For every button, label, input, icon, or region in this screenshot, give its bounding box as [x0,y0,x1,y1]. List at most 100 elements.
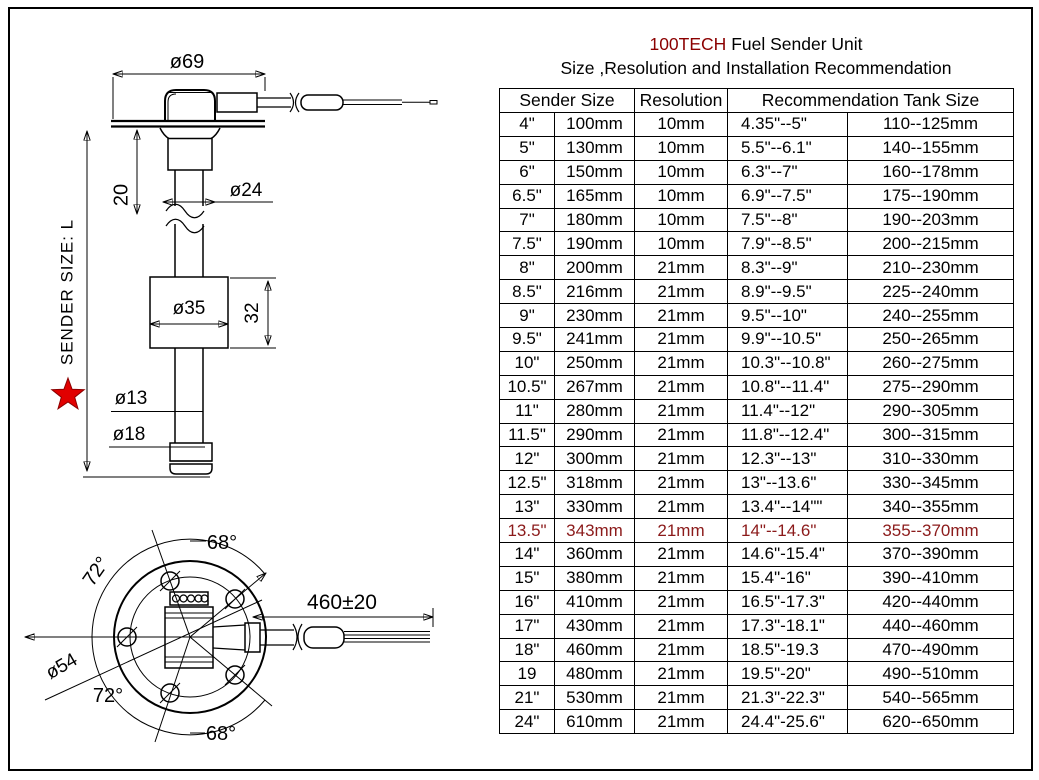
top-view-drawing: 68° 72° ø54 72° 68° [25,529,434,745]
table-cell: 12.3"--13" [727,446,848,472]
table-cell: 5.5"--6.1" [727,135,848,161]
table-cell: 110--125mm [847,112,1014,137]
table-cell: 8" [499,255,555,281]
table-cell: 21mm [634,613,728,639]
table-cell: 21mm [634,542,728,567]
table-cell: 10.3"--10.8" [727,350,848,376]
table-cell: 200mm [554,255,635,281]
dim-float-diameter-label: ø35 [173,298,206,319]
table-cell: 10" [499,350,555,376]
table-cell: 190mm [554,231,635,257]
table-cell: 10mm [634,207,728,233]
table-cell: 130mm [554,135,635,161]
table-cell: 7.5"--8" [727,207,848,233]
table-cell: 290mm [554,422,635,448]
size-table: Sender Size Resolution Recommendation Ta… [499,88,1014,735]
table-cell: 140--155mm [847,135,1014,161]
col-header-resolution: Resolution [634,88,728,113]
table-cell: 21mm [634,470,728,496]
table-cell: 380mm [554,565,635,591]
dim-rod-diameter-label: ø13 [115,388,148,409]
table-cell: 440--460mm [847,613,1014,639]
table-cell: 11.4"--12" [727,398,848,424]
table-cell: 21mm [634,350,728,376]
table-cell: 16.5"-17.3" [727,589,848,615]
table-cell: 21mm [634,446,728,472]
table-cell: 360mm [554,542,635,567]
table-cell: 160--178mm [847,159,1014,185]
table-cell: 225--240mm [847,279,1014,305]
table-cell: 216mm [554,279,635,305]
table-cell: 9.5"--10" [727,303,848,329]
table-cell: 150mm [554,159,635,185]
table-cell: 21mm [634,589,728,615]
table-cell: 470--490mm [847,637,1014,663]
table-cell: 355--370mm [847,518,1014,544]
table-cell: 330mm [554,494,635,520]
table-cell: 21.3"-22.3" [727,685,848,711]
dim-angle-lower-left-label: 72° [93,685,123,707]
table-cell: 10mm [634,231,728,257]
table-cell: 17.3"-18.1" [727,613,848,639]
table-cell: 540--565mm [847,685,1014,711]
table-cell: 21mm [634,661,728,687]
technical-drawing: ø69 20 [0,51,438,745]
table-cell: 8.9"--9.5" [727,279,848,305]
table-cell: 200--215mm [847,231,1014,257]
table-cell: 15" [499,565,555,591]
table-cell: 430mm [554,613,635,639]
table-cell: 13" [499,494,555,520]
table-cell: 230mm [554,303,635,329]
table-cell: 18.5"-19.3 [727,637,848,663]
dim-float-height-label: 32 [242,302,263,323]
table-cell: 11.5" [499,422,555,448]
table-cell: 165mm [554,183,635,209]
table-cell: 21mm [634,685,728,711]
sheet-border [8,7,1033,771]
sender-size-label: SENDER SIZE: L [57,219,76,365]
table-cell: 8.5" [499,279,555,305]
table-cell: 260--275mm [847,350,1014,376]
table-cell: 19.5"-20" [727,661,848,687]
table-cell: 21mm [634,374,728,400]
table-cell: 21mm [634,255,728,281]
table-cell: 7.5" [499,231,555,257]
table-cell: 318mm [554,470,635,496]
table-cell: 210--230mm [847,255,1014,281]
table-cell: 390--410mm [847,565,1014,591]
table-cell: 9.9"--10.5" [727,327,848,352]
table-cell: 280mm [554,398,635,424]
table-cell: 460mm [554,637,635,663]
table-cell: 21mm [634,327,728,352]
table-cell: 490--510mm [847,661,1014,687]
table-cell: 240--255mm [847,303,1014,329]
table-cell: 13"--13.6" [727,470,848,496]
table-cell: 10.5" [499,374,555,400]
table-cell: 21mm [634,279,728,305]
table-cell: 10.8"--11.4" [727,374,848,400]
table-cell: 21mm [634,422,728,448]
star-icon [50,376,86,410]
dim-angle-upper-left-label: 72° [79,553,114,590]
table-cell: 410mm [554,589,635,615]
table-cell: 11.8"--12.4" [727,422,848,448]
table-cell: 6.5" [499,183,555,209]
col-header-tank-size: Recommendation Tank Size [727,88,1014,113]
